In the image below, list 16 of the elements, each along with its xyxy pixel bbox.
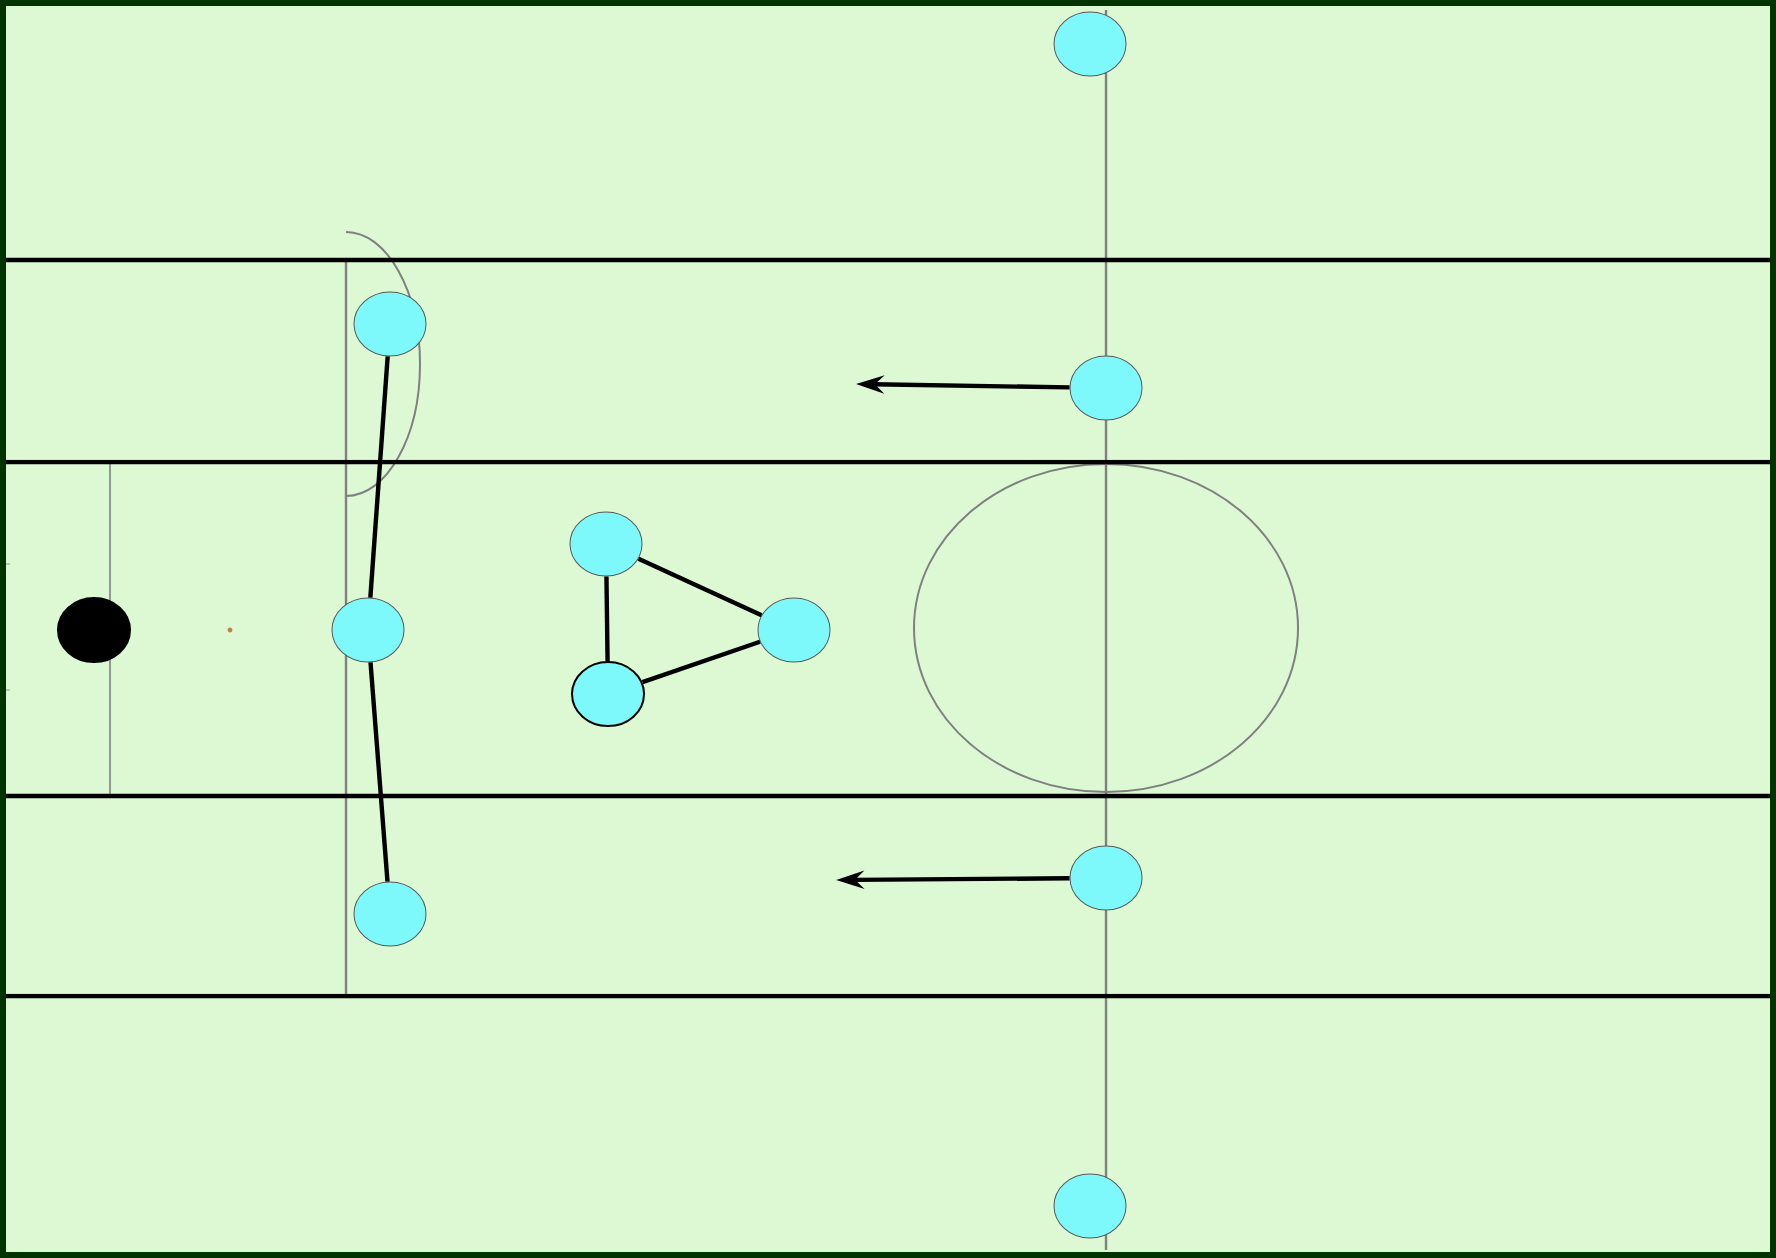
player-marker: [1053, 1173, 1127, 1239]
connector-line: [604, 576, 610, 662]
connector-line: [368, 356, 390, 598]
player-marker: [331, 597, 405, 663]
connector-line: [641, 639, 761, 685]
player-marker: [571, 661, 645, 727]
player-marker: [569, 511, 643, 577]
player-marker: [353, 291, 427, 357]
connector-line: [637, 556, 763, 618]
player-marker: [1069, 355, 1143, 421]
ball: [57, 597, 131, 663]
player-marker: [757, 597, 831, 663]
player-marker: [353, 881, 427, 947]
player-marker: [1053, 11, 1127, 77]
connector-line: [368, 662, 390, 882]
player-marker: [1069, 845, 1143, 911]
